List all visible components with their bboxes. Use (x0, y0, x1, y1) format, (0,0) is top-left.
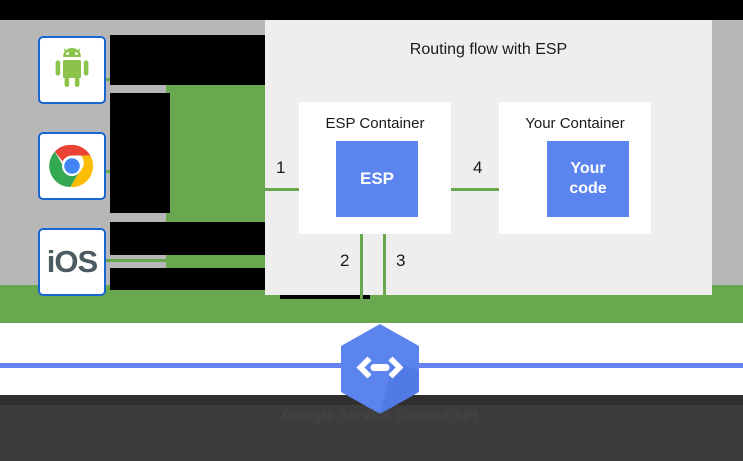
arrow-4-line (418, 188, 547, 191)
page-footer-bar (0, 405, 743, 461)
page-right-margin (712, 20, 743, 285)
your-code-node-label: Your code (569, 159, 606, 199)
esp-node: ESP (336, 141, 418, 217)
client-tile-ios: iOS (38, 228, 106, 296)
your-container-title: Your Container (525, 115, 625, 132)
diagram-title: Routing flow with ESP (409, 41, 568, 58)
ios-label: iOS (46, 244, 98, 279)
step-number-4: 4 (473, 158, 483, 177)
occlusion-block-a (110, 35, 265, 85)
chrome-icon (49, 144, 94, 188)
service-control-node: Google Service Control API (282, 322, 478, 424)
android-icon (55, 48, 89, 87)
occlusion-block-top (0, 0, 743, 20)
occlusion-block-b (110, 93, 170, 213)
your-code-node: Your code (547, 141, 629, 217)
arrow-3-line (383, 232, 386, 315)
arrow-2-line (360, 217, 363, 315)
your-code-line-1: Your (570, 160, 606, 177)
ios-connector-wire (106, 259, 168, 262)
step-number-2: 2 (340, 251, 350, 270)
your-code-line-2: code (569, 180, 607, 197)
cloud-endpoints-hexagon-icon (341, 324, 419, 414)
esp-container-title: ESP Container (325, 115, 425, 132)
step-number-1: 1 (276, 158, 286, 177)
occlusion-block-c (110, 222, 265, 255)
step-number-3: 3 (396, 251, 406, 270)
service-control-caption: Google Service Control API (282, 407, 478, 424)
esp-node-label: ESP (359, 169, 395, 188)
client-tile-chrome (38, 132, 106, 200)
client-tile-android (38, 36, 106, 104)
routing-flow-diagram: Routing flow with ESP 1 4 2 3 ESP Contai… (265, 20, 712, 315)
